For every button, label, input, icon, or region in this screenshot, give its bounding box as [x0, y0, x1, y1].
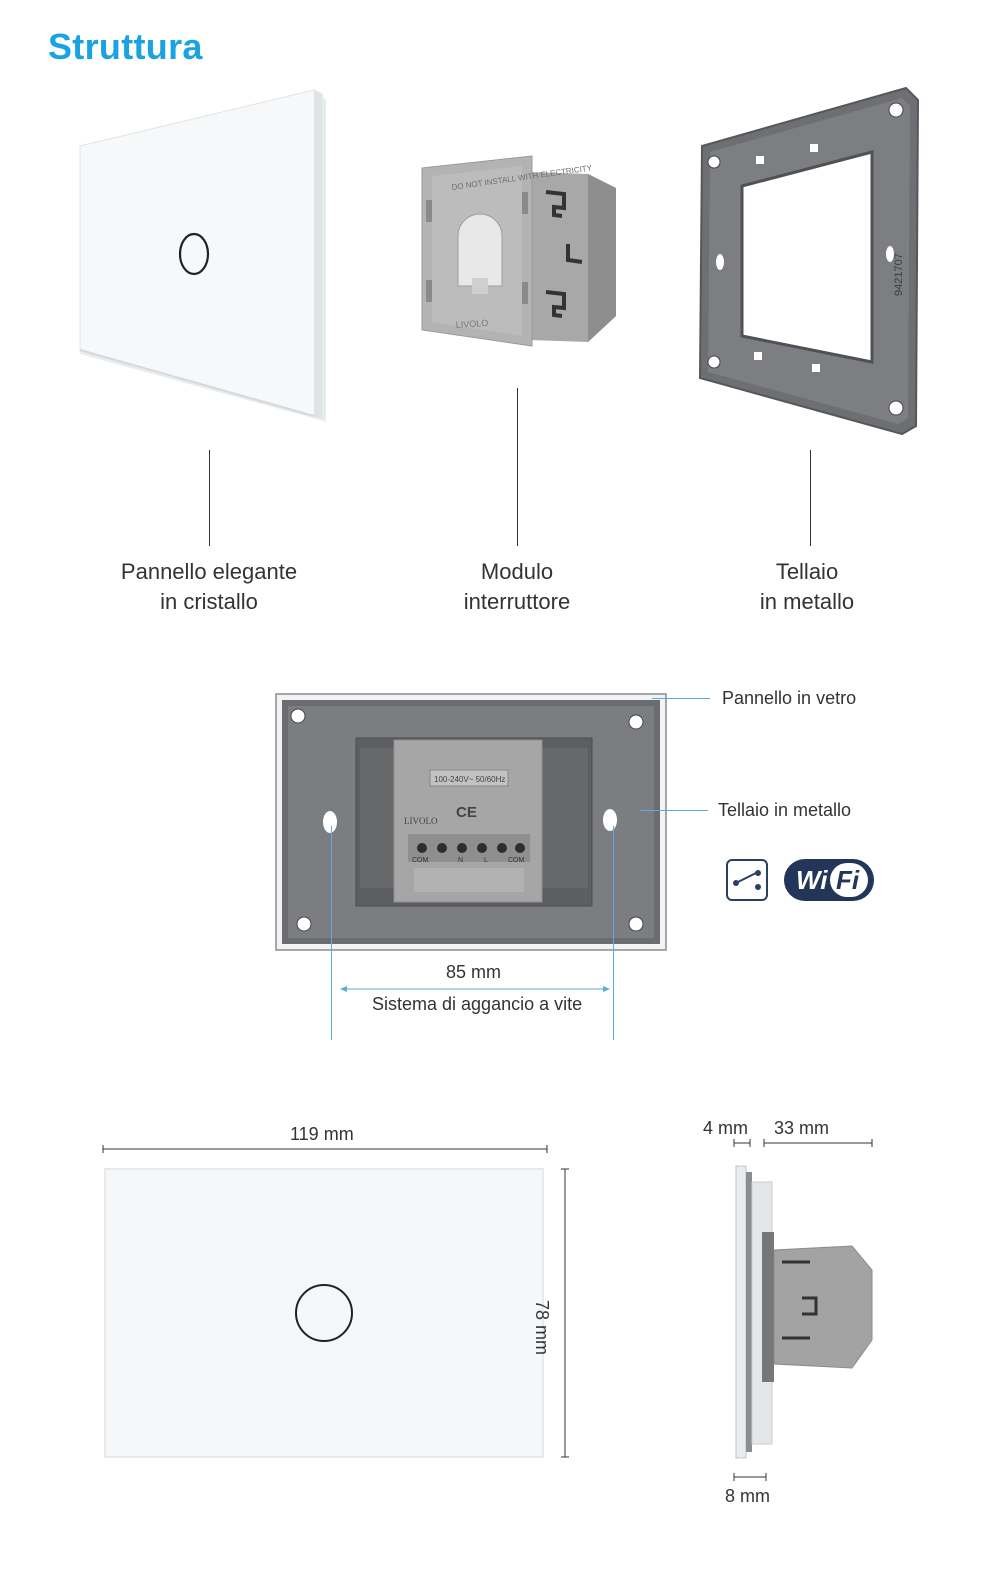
touch-button-ring-icon: [295, 1284, 353, 1342]
wifi-logo-icon: Wi Fi: [784, 859, 874, 901]
back-brand-text: LIVOLO: [404, 816, 438, 826]
frame-depth-label: 8 mm: [725, 1486, 770, 1506]
leader-line-glass: [209, 450, 210, 546]
label-glass-panel: Pannello in vetro: [722, 688, 857, 708]
screw-guide-right: [613, 826, 614, 1040]
switch-module-image: DO NOT INSTALL WITH ELECTRICITY LIVOLO: [421, 155, 616, 347]
height-dimension-line: [561, 1168, 569, 1458]
side-profile-image: [735, 1165, 873, 1459]
leader-line-glass-panel: [652, 698, 710, 699]
leader-line-module: [517, 388, 518, 546]
wifi-text-wi: Wi: [796, 865, 828, 895]
label-metal-frame: Tellaio in metallo: [718, 800, 852, 820]
screw-guide-left: [331, 826, 332, 1040]
back-view-image: 100-240V~ 50/60Hz CE LIVOLO COM N L COM: [275, 693, 667, 951]
caption-glass-panel: Pannello elegante in cristallo: [120, 559, 298, 614]
terminal-label-1: COM: [412, 857, 429, 864]
terminal-label-2: N: [458, 857, 463, 864]
screw-distance-arrow: [340, 986, 610, 992]
two-way-switch-icon: [726, 859, 768, 901]
metal-frame-image: 9421707: [698, 86, 920, 436]
glass-panel-image: [79, 89, 326, 422]
screw-system-label: Sistema di aggancio a vite: [372, 994, 583, 1014]
glass-depth-label: 4 mm: [703, 1118, 748, 1138]
touch-ring-icon: [178, 232, 210, 276]
depth-dimension-lines: [733, 1139, 873, 1147]
caption-switch-module: Modulo interruttore: [463, 559, 571, 614]
height-label: 78 mm: [532, 1300, 552, 1356]
caption-metal-frame: Tellaio in metallo: [759, 559, 855, 614]
module-brand-text: LIVOLO: [455, 318, 488, 330]
frame-depth-dimension-line: [733, 1473, 767, 1481]
terminal-label-4: COM: [508, 857, 525, 864]
wifi-fi-badge: Fi: [830, 863, 868, 897]
screw-distance-label: 85 mm: [446, 962, 502, 982]
page-title: Struttura: [48, 26, 203, 67]
module-depth-label: 33 mm: [774, 1118, 830, 1138]
terminal-label-3: L: [484, 857, 488, 864]
leader-line-frame: [810, 450, 811, 546]
width-dimension-line: [102, 1145, 548, 1153]
frame-code-text: 9421707: [893, 253, 905, 296]
ce-mark-text: CE: [456, 804, 477, 821]
module-spec-text: 100-240V~ 50/60Hz: [434, 775, 505, 784]
wifi-text-fi: Fi: [836, 865, 860, 895]
leader-line-metal-frame: [640, 810, 708, 811]
width-label: 119 mm: [290, 1124, 354, 1144]
